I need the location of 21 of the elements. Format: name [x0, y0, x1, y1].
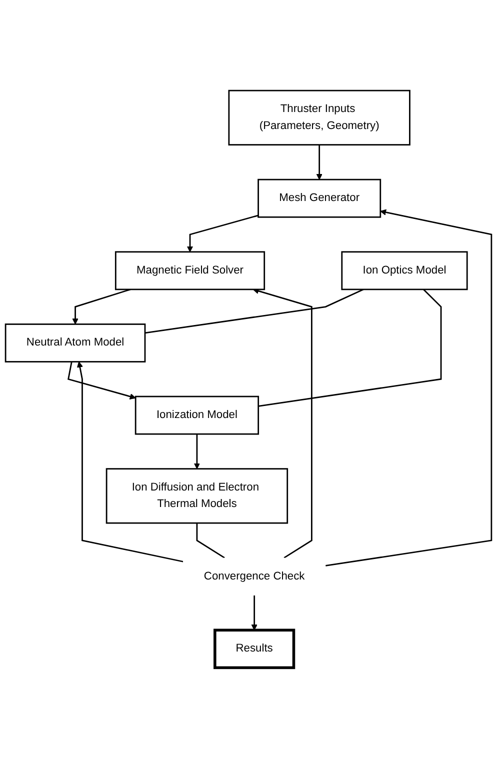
- connector: [144, 289, 364, 334]
- node-text: Convergence Check: [204, 570, 305, 583]
- connector: [196, 523, 225, 559]
- arrow: [186, 215, 258, 253]
- node-box: Ion Diffusion and Electron Thermal Models: [106, 468, 288, 524]
- node-box: Ion Optics Model: [341, 252, 468, 290]
- arrow: [316, 145, 322, 180]
- node-box: Mesh Generator: [258, 179, 382, 218]
- node-box: Ionization Model: [134, 396, 260, 436]
- node-box: Thruster Inputs (Parameters, Geometry): [228, 90, 410, 146]
- node-box: Results: [214, 629, 296, 670]
- connector: [258, 289, 442, 408]
- node-box: Magnetic Field Solver: [114, 252, 266, 290]
- arrow: [252, 288, 312, 559]
- arrow: [68, 362, 136, 400]
- arrow: [76, 362, 184, 563]
- arrow: [194, 434, 200, 470]
- arrow: [72, 289, 131, 325]
- arrow: [251, 596, 258, 631]
- node-box: Neutral Atom Model: [4, 324, 146, 363]
- arrow: [325, 210, 492, 567]
